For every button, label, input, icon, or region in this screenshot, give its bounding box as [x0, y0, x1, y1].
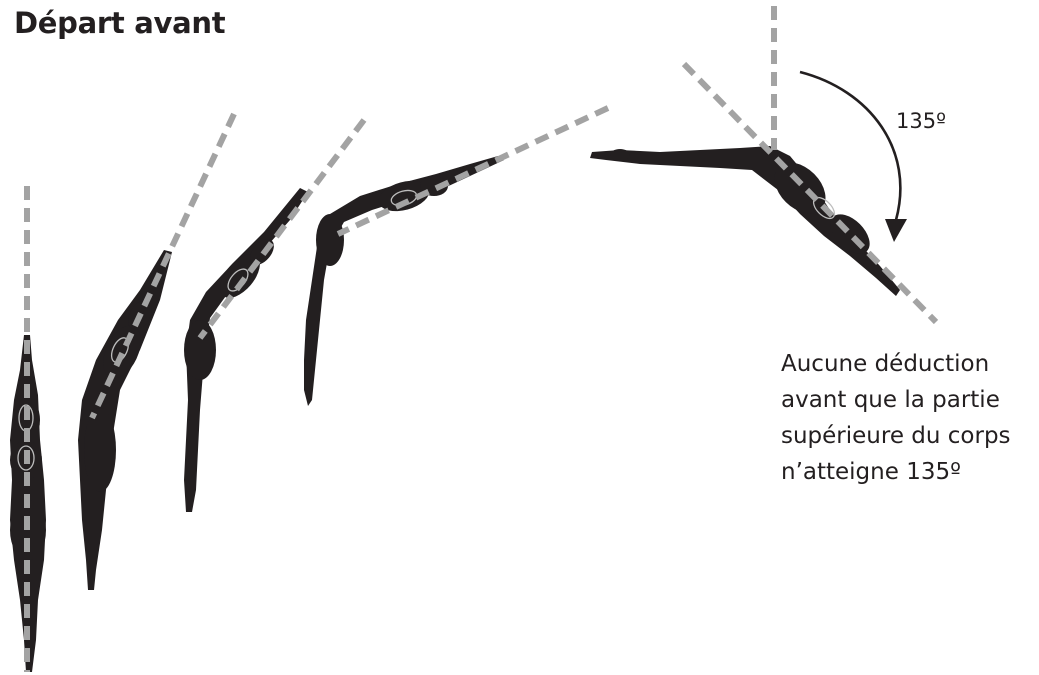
note-line: supérieure du corps	[781, 418, 1039, 454]
diver-figure-3	[184, 120, 364, 512]
note-line: avant que la partie	[781, 382, 1039, 418]
note-line: n’atteigne 135º	[781, 454, 1039, 490]
angle-label: 135º	[896, 109, 946, 133]
note-line: Aucune déduction	[781, 346, 1039, 382]
deduction-note: Aucune déduction avant que la partie sup…	[781, 346, 1039, 490]
diver-figure-1	[10, 186, 46, 672]
diver-figure-5	[590, 6, 936, 322]
diver-figure-4	[304, 108, 608, 406]
